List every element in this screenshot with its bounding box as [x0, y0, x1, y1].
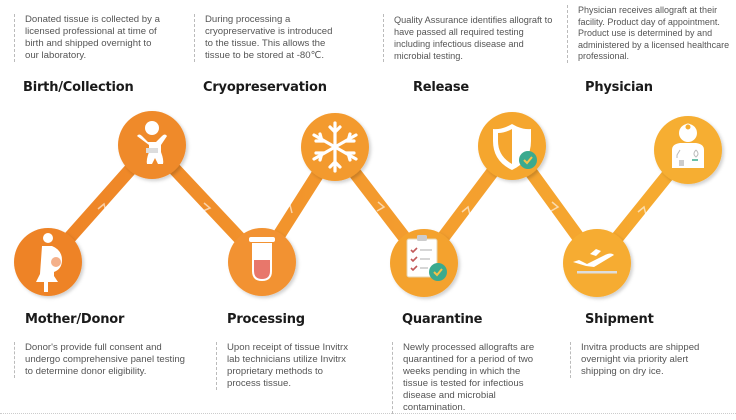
cryopreservation-title: Cryopreservation — [203, 80, 327, 95]
mother-donor-description: Donor's provide full consent and undergo… — [14, 342, 185, 378]
release-description: Quality Assurance identifies allograft t… — [383, 14, 554, 62]
processing-title: Processing — [227, 312, 305, 327]
quarantine-title: Quarantine — [402, 312, 483, 327]
birth-collection-title: Birth/Collection — [23, 80, 134, 95]
physician-title: Physician — [585, 80, 653, 95]
birth-collection-description: Donated tissue is collected by a license… — [14, 14, 161, 62]
quarantine-description: Newly processed allografts are quarantin… — [392, 342, 539, 414]
cryopreservation-description: During processing a cryopreservative is … — [194, 14, 343, 62]
mother-donor-title: Mother/Donor — [25, 312, 125, 327]
chevron-markers — [97, 201, 647, 216]
processing-description: Upon receipt of tissue Invitrx lab techn… — [216, 342, 357, 390]
release-title: Release — [413, 80, 470, 95]
physician-description: Physician receives allograft at their fa… — [567, 5, 733, 63]
bottom-divider — [0, 413, 736, 414]
shipment-title: Shipment — [585, 312, 654, 327]
shipment-description: Invitra products are shipped overnight v… — [570, 342, 721, 378]
